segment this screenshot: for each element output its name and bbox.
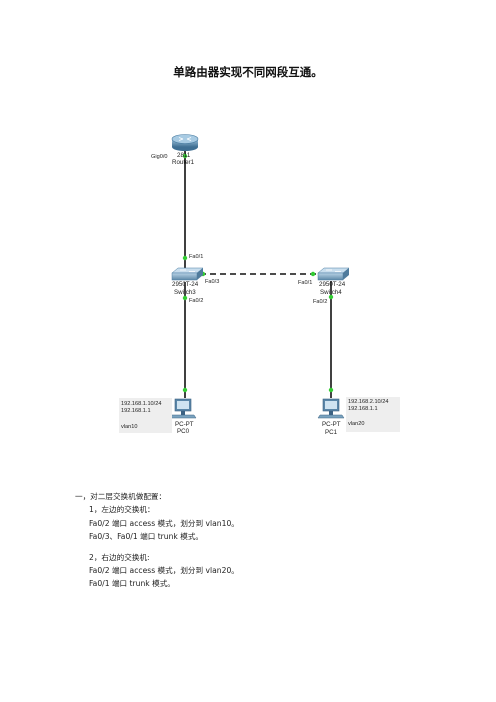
pc1-ip-label: 192.168.2.10/24	[348, 399, 389, 405]
section-heading: 一，对二层交换机做配置：	[75, 492, 167, 501]
right-switch-line-1: Fa0/2 端口 access 模式，划分到 vlan20。	[89, 566, 239, 576]
pc1-note-box	[346, 397, 400, 432]
pc0-gateway-label: 192.168.1.1	[121, 408, 151, 414]
pc1-gateway-label: 192.168.1.1	[348, 406, 378, 412]
pc0-model-label: PC-PT	[175, 421, 194, 428]
switch4-model-label: 2950T-24	[319, 281, 346, 288]
config-instructions: 一，对二层交换机做配置： 1，左边的交换机： Fa0/2 端口 access 模…	[75, 490, 239, 591]
port-label-switch3-fa0-2: Fa0/2	[189, 298, 204, 304]
link-status-dot	[310, 271, 316, 277]
router-icon[interactable]	[171, 134, 199, 152]
left-switch-line-1: Fa0/2 端口 access 模式，划分到 vlan10。	[89, 518, 239, 528]
pc0-name-label: PC0	[177, 428, 190, 435]
link-status-dot	[182, 387, 188, 393]
right-switch-heading: 2，右边的交换机:	[89, 552, 150, 562]
link-status-dot	[182, 255, 188, 261]
switch4-name-label: Switch4	[320, 289, 342, 296]
port-label-gig0-0: Gig0/0	[151, 154, 168, 160]
page-title: 单路由器实现不同网段互通。	[173, 65, 323, 79]
link-status-dot	[328, 387, 334, 393]
switch4-icon[interactable]	[317, 267, 350, 281]
link-status-dot	[182, 153, 188, 159]
link-status-dot	[328, 294, 334, 300]
link-status-dot	[182, 295, 188, 301]
pc1-model-label: PC-PT	[322, 421, 341, 428]
router-model-label: 2811	[177, 152, 191, 159]
pc0-vlan-label: vlan10	[121, 424, 138, 430]
port-label-switch4-fa0-1: Fa0/1	[298, 280, 313, 286]
port-label-switch3-fa0-3: Fa0/3	[205, 279, 220, 285]
switch3-name-label: Switch3	[174, 289, 196, 296]
port-label-switch3-fa0-1: Fa0/1	[189, 254, 204, 260]
pc1-name-label: PC1	[325, 429, 338, 436]
pc0-note-box	[119, 398, 172, 433]
switch3-model-label: 2950T-24	[172, 281, 199, 288]
pc0-ip-label: 192.168.1.10/24	[121, 401, 162, 407]
left-switch-heading: 1，左边的交换机：	[89, 505, 155, 515]
router-name-label: Router1	[172, 159, 195, 166]
switch3-icon[interactable]	[171, 267, 204, 281]
pc0-icon[interactable]	[169, 398, 197, 419]
pc1-icon[interactable]	[317, 398, 345, 419]
left-switch-line-2: Fa0/3、Fa0/1 端口 trunk 模式。	[89, 532, 204, 542]
port-label-switch4-fa0-2: Fa0/2	[313, 299, 328, 305]
pc1-vlan-label: vlan20	[348, 421, 365, 427]
right-switch-line-2: Fa0/1 端口 trunk 模式。	[89, 579, 175, 589]
